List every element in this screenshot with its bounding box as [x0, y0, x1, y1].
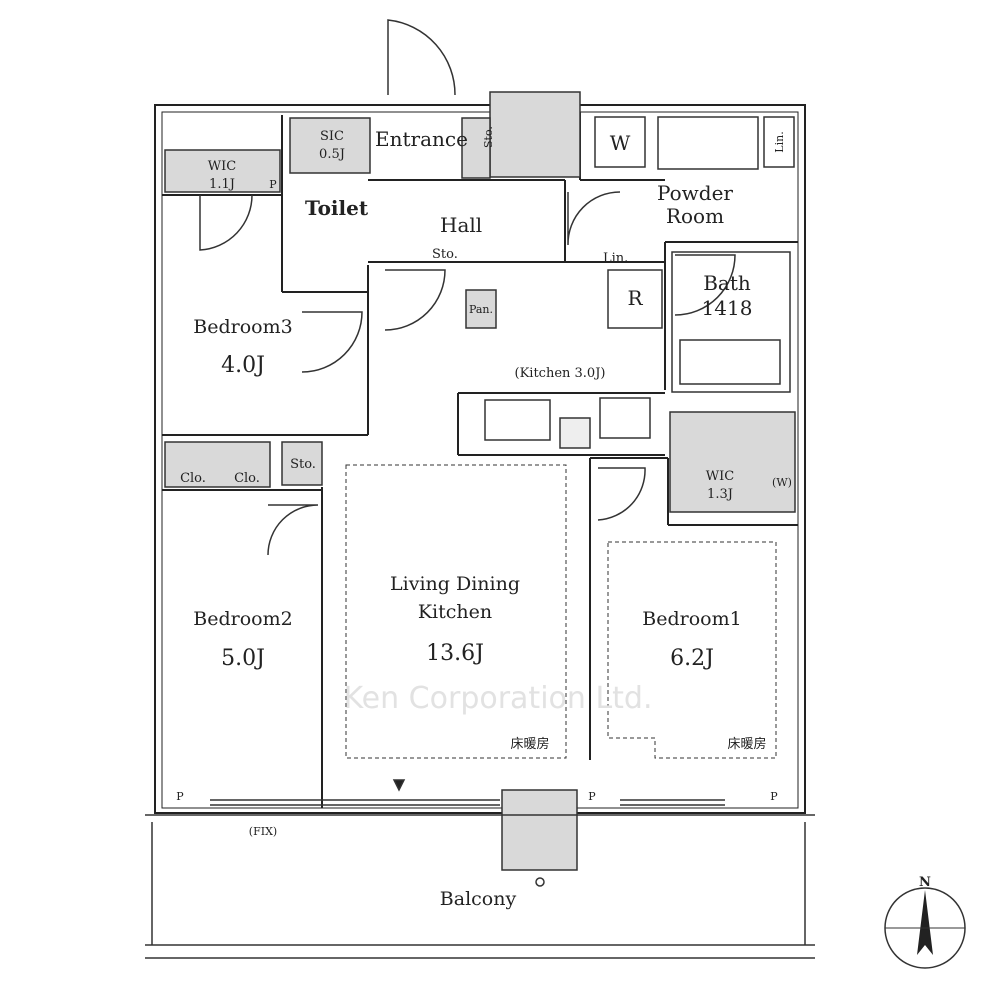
- doors: [199, 19, 736, 556]
- ldk-area: 13.6J: [426, 641, 484, 666]
- wic-right-note: (W): [772, 476, 792, 489]
- north-compass-icon: [884, 887, 966, 969]
- sto-hall-label: Sto.: [432, 247, 458, 262]
- bedroom3-area: 4.0J: [221, 353, 265, 378]
- sto-entrance-label: Sto.: [482, 126, 495, 148]
- fix-label: (FIX): [249, 825, 277, 838]
- powder-room-label-1: Powder: [657, 181, 733, 205]
- bedroom2-label: Bedroom2: [193, 608, 292, 630]
- toilet-label: Toilet: [305, 196, 369, 220]
- clo2-label: Clo.: [234, 471, 260, 486]
- sic-area: 0.5J: [319, 147, 345, 162]
- floor-heating-ldk-label: 床暖房: [510, 736, 549, 752]
- sic-label: SIC: [320, 129, 344, 144]
- hall-label: Hall: [440, 213, 482, 237]
- balcony-area: [145, 779, 815, 959]
- bath-label: Bath: [703, 271, 751, 295]
- wic-right-area: 1.3J: [707, 487, 733, 502]
- bedroom1-label: Bedroom1: [642, 608, 741, 630]
- bedroom1-area: 6.2J: [670, 646, 714, 671]
- ldk-label-1: Living Dining: [390, 573, 520, 595]
- floor-heating-zones: [345, 464, 777, 759]
- p-left-label: P: [176, 790, 184, 803]
- sto-bedroom2-label: Sto.: [290, 457, 316, 472]
- lin-hall-label: Lin.: [603, 251, 628, 266]
- wic-top-label: WIC: [208, 159, 236, 174]
- p-right-label: P: [770, 790, 778, 803]
- p-mid-label: P: [588, 790, 596, 803]
- refrigerator-label: R: [627, 286, 643, 310]
- lin-powder-label: Lin.: [773, 131, 786, 152]
- clo1-label: Clo.: [180, 471, 206, 486]
- p-wic-label: P: [269, 178, 277, 191]
- powder-room-label-2: Room: [666, 204, 724, 228]
- bath-size: 1418: [702, 296, 753, 320]
- ldk-label-2: Kitchen: [418, 601, 492, 623]
- watermark: Ken Corporation Ltd.: [344, 681, 653, 716]
- wic-right-label: WIC: [706, 469, 734, 484]
- washer-label: W: [610, 131, 631, 155]
- balcony-label: Balcony: [440, 888, 517, 910]
- north-label: N: [919, 875, 931, 890]
- entrance-label: Entrance: [375, 127, 468, 151]
- kitchen-label: (Kitchen 3.0J): [515, 366, 606, 381]
- fixtures: [164, 91, 796, 871]
- walls: [154, 104, 806, 814]
- bedroom3-label: Bedroom3: [193, 316, 292, 338]
- pan-label: Pan.: [469, 303, 493, 316]
- wic-top-area: 1.1J: [209, 177, 235, 192]
- bedroom2-area: 5.0J: [221, 646, 265, 671]
- floor-heating-br1-label: 床暖房: [727, 736, 766, 752]
